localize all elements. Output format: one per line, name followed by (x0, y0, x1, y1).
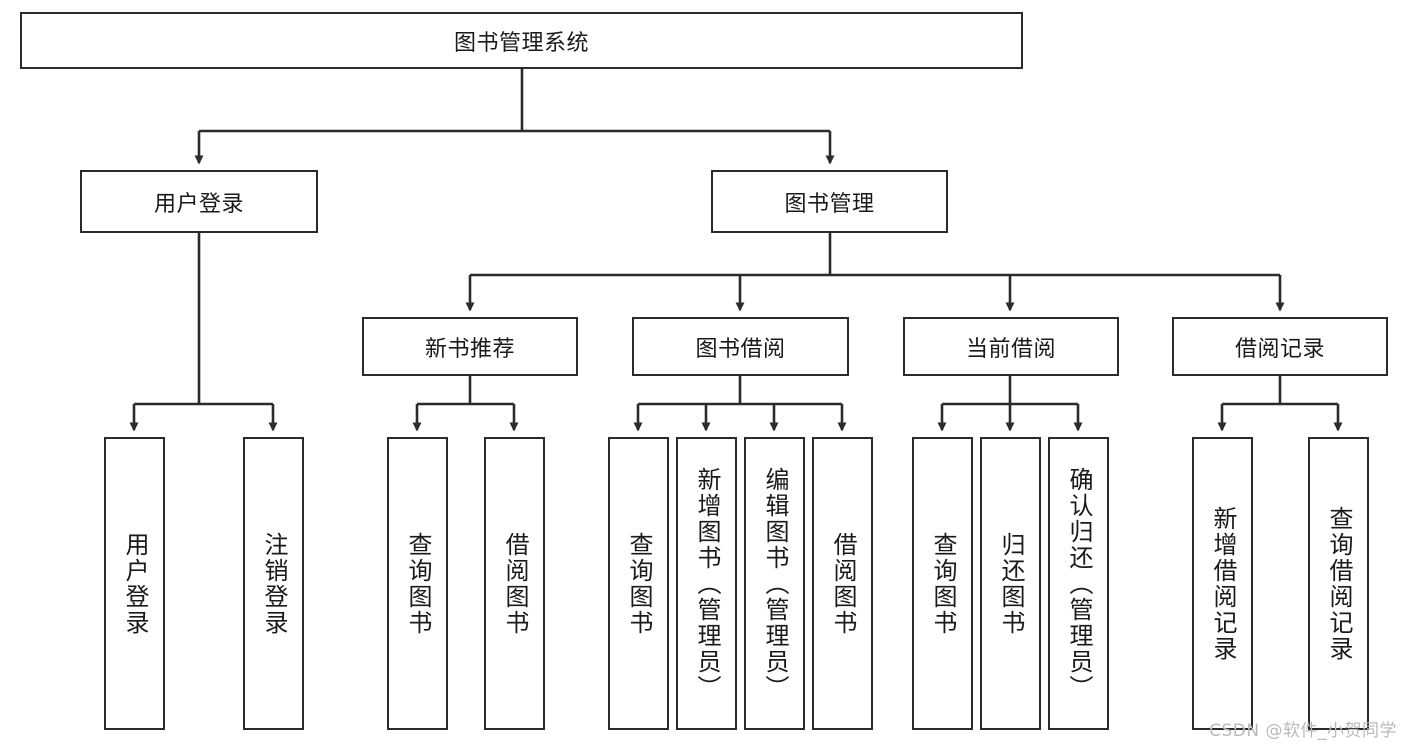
node-label: 注销登录 (259, 531, 288, 636)
node-leaf-query-record[interactable]: 查询借阅记录 (1308, 437, 1369, 730)
node-label: 确认归还（管理员） (1064, 466, 1093, 701)
node-label: 新书推荐 (424, 336, 515, 362)
node-label: 查询借阅记录 (1324, 505, 1353, 662)
node-label: 查询图书 (928, 531, 957, 636)
node-label: 图书借阅 (695, 336, 786, 362)
node-label: 用户登录 (153, 191, 244, 217)
node-label: 新增借阅记录 (1208, 505, 1237, 662)
node-leaf-borrow-book-2[interactable]: 借阅图书 (812, 437, 873, 730)
node-label: 图书管理系统 (453, 30, 589, 56)
node-leaf-edit-book[interactable]: 编辑图书（管理员） (744, 437, 805, 730)
node-label: 当前借阅 (965, 336, 1056, 362)
node-leaf-borrow-book-1[interactable]: 借阅图书 (484, 437, 545, 730)
node-label: 借阅图书 (500, 531, 529, 636)
node-label: 借阅图书 (828, 531, 857, 636)
node-leaf-add-record[interactable]: 新增借阅记录 (1192, 437, 1253, 730)
node-leaf-query-book-1[interactable]: 查询图书 (387, 437, 448, 730)
node-user-login[interactable]: 用户登录 (80, 170, 318, 233)
node-leaf-add-book[interactable]: 新增图书（管理员） (676, 437, 737, 730)
node-book-management[interactable]: 图书管理 (711, 170, 948, 233)
node-label: 查询图书 (624, 531, 653, 636)
node-label: 图书管理 (784, 191, 875, 217)
node-leaf-logout-login[interactable]: 注销登录 (243, 437, 304, 730)
node-leaf-user-login[interactable]: 用户登录 (104, 437, 165, 730)
node-current-borrow[interactable]: 当前借阅 (903, 317, 1119, 376)
node-label: 新增图书（管理员） (692, 466, 721, 701)
node-root-book-management-system[interactable]: 图书管理系统 (20, 12, 1023, 69)
node-label: 查询图书 (403, 531, 432, 636)
node-label: 用户登录 (120, 531, 149, 636)
node-leaf-return-book[interactable]: 归还图书 (980, 437, 1041, 730)
node-new-book-recommend[interactable]: 新书推荐 (362, 317, 578, 376)
watermark-text: CSDN @软件_小贺同学 (1209, 721, 1397, 741)
node-book-borrow[interactable]: 图书借阅 (632, 317, 849, 376)
node-leaf-confirm-return[interactable]: 确认归还（管理员） (1048, 437, 1109, 730)
node-label: 归还图书 (996, 531, 1025, 636)
node-borrow-record[interactable]: 借阅记录 (1172, 317, 1388, 376)
node-leaf-query-book-3[interactable]: 查询图书 (912, 437, 973, 730)
node-label: 借阅记录 (1234, 336, 1325, 362)
node-leaf-query-book-2[interactable]: 查询图书 (608, 437, 669, 730)
node-label: 编辑图书（管理员） (760, 466, 789, 701)
